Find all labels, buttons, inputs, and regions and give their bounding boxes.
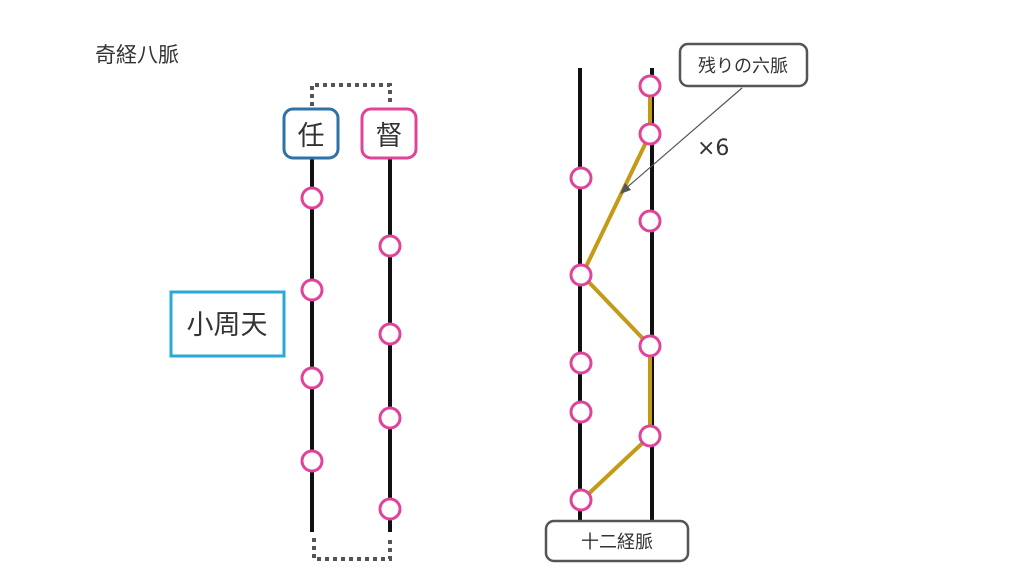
pointer-line bbox=[623, 87, 743, 191]
meridian-point bbox=[569, 351, 593, 375]
top-dotted-connector bbox=[310, 83, 392, 106]
ren-point bbox=[300, 278, 324, 302]
small-circuit-label: 小周天 bbox=[187, 310, 268, 341]
du-point bbox=[378, 406, 402, 430]
meridian-point bbox=[569, 488, 593, 512]
du-point bbox=[378, 322, 402, 346]
twelve-meridians-label: 十二経脈 bbox=[581, 532, 653, 553]
ren-label: 任 bbox=[298, 121, 325, 152]
du-label: 督 bbox=[376, 121, 403, 152]
du-point bbox=[378, 234, 402, 258]
bottom-dotted-connector bbox=[312, 538, 392, 561]
diagram-title: 奇経八脈 bbox=[95, 43, 179, 67]
pointer-arrowhead bbox=[620, 183, 631, 194]
ren-label-box bbox=[282, 107, 340, 160]
remaining-vessels-label: 残りの六脈 bbox=[698, 56, 788, 77]
meridian-point bbox=[638, 122, 662, 146]
ren-point bbox=[300, 366, 324, 390]
remaining-vessels-box bbox=[678, 42, 809, 88]
ren-point bbox=[300, 449, 324, 473]
du-point bbox=[378, 497, 402, 521]
meridian-point bbox=[638, 74, 662, 98]
meridian-point bbox=[638, 209, 662, 233]
meridian-point bbox=[569, 400, 593, 424]
small-circuit-box bbox=[169, 290, 286, 358]
meridian-point bbox=[569, 166, 593, 190]
meridian-point bbox=[638, 334, 662, 358]
ren-point bbox=[300, 186, 324, 210]
du-label-box bbox=[360, 107, 418, 160]
twelve-meridians-box bbox=[544, 519, 690, 563]
multiplier-label: ×6 bbox=[697, 136, 729, 161]
meridian-point bbox=[569, 263, 593, 287]
meridian-point bbox=[638, 424, 662, 448]
